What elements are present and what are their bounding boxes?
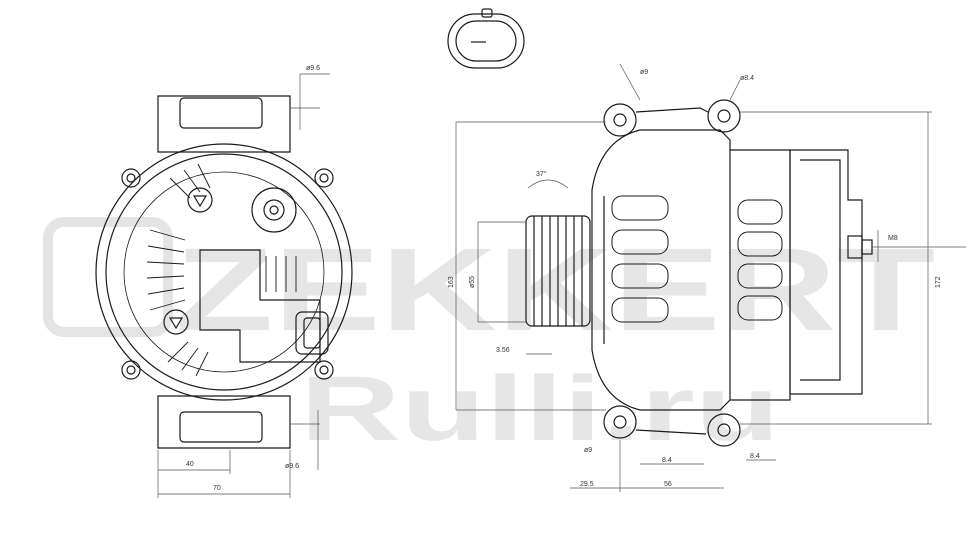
front-housing-outer (95, 143, 353, 401)
dim-side-hole-9-bottom: ø9 (584, 447, 592, 454)
front-bolt-hole (121, 360, 141, 380)
dim-side-295: 29.5 (580, 481, 594, 488)
front-terminal (263, 199, 285, 221)
dim-side-84-a: 8.4 (662, 457, 672, 464)
side-dimensions: ø9 ø8.4 37° 163 ø55 3.56 ø9 8.4 8.4 29.5… (448, 69, 942, 488)
dim-front-hole-top: ø9.6 (306, 65, 320, 72)
front-bolt-hole (121, 168, 141, 188)
front-bottom-ear (157, 395, 291, 449)
side-view (455, 63, 966, 492)
front-dimensions: ø9.6 ø9.6 40 70 (186, 65, 320, 492)
front-view (95, 73, 353, 498)
dim-side-56: 56 (664, 481, 672, 488)
pulley (525, 215, 591, 327)
connector-plug (447, 8, 525, 69)
watermark: ZEKKERT Rulli.ru (43, 217, 935, 460)
dim-side-m8: M8 (888, 235, 898, 242)
side-ear-bottom-right (707, 413, 741, 447)
side-ear-top-left (603, 103, 637, 137)
dim-side-angle: 37° (536, 170, 547, 178)
dim-front-40: 40 (186, 461, 194, 468)
dim-side-hole-9-top: ø9 (640, 69, 648, 76)
dim-side-172: 172 (935, 276, 942, 288)
front-side-plug (295, 311, 329, 355)
front-bolt-hole (314, 168, 334, 188)
watermark-brand: ZEKKERT (175, 224, 935, 356)
dim-front-hole-bottom: ø9.6 (285, 463, 299, 470)
dim-side-hole-84-top: ø8.4 (740, 75, 754, 82)
front-bolt-hole (314, 360, 334, 380)
dim-side-55: ø55 (469, 276, 476, 288)
side-regulator-cover (789, 149, 863, 395)
dim-side-84-b: 8.4 (750, 453, 760, 460)
dim-side-163: 163 (448, 276, 455, 288)
watermark-site: Rulli.ru (300, 358, 780, 460)
watermark-logo-box (43, 217, 173, 337)
dim-front-70: 70 (213, 485, 221, 492)
front-top-ear (157, 95, 291, 153)
side-ear-bottom-left (603, 405, 637, 439)
side-ear-top-right (707, 99, 741, 133)
dim-side-356: 3.56 (496, 347, 510, 354)
